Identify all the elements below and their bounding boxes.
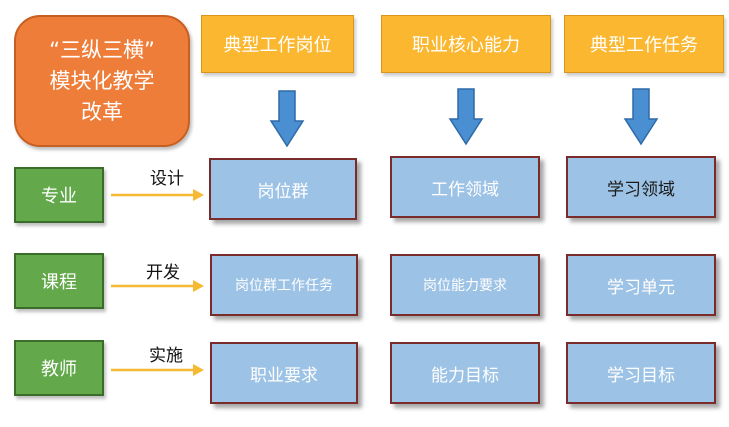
cell-r2-c1: 岗位群工作任务 — [210, 254, 358, 316]
column-header-1: 典型工作岗位 — [201, 15, 354, 73]
column-header-3: 典型工作任务 — [564, 15, 724, 73]
cell-r3-c3: 学习目标 — [566, 342, 716, 404]
title-line-3: 改革 — [81, 99, 123, 124]
verb-design: 设计 — [150, 169, 184, 189]
verb-implement: 实施 — [149, 346, 183, 366]
cell-r1-c2: 工作领域 — [390, 156, 540, 218]
title-line-2: 模块化教学 — [49, 68, 155, 93]
right-arrow-1 — [111, 189, 204, 201]
down-arrow-3 — [623, 88, 659, 146]
title-box: “三纵三横” 模块化教学 改革 — [14, 15, 190, 147]
cell-r2-c3: 学习单元 — [566, 254, 716, 316]
right-arrow-3 — [111, 364, 204, 376]
row-label-teacher: 教师 — [14, 340, 104, 396]
title-line-1: “三纵三横” — [49, 37, 155, 62]
cell-r2-c2: 岗位能力要求 — [390, 254, 540, 316]
down-arrow-1 — [269, 90, 305, 148]
cell-r3-c2: 能力目标 — [390, 342, 540, 404]
cell-r1-c1: 岗位群 — [209, 158, 357, 220]
cell-r3-c1: 职业要求 — [210, 342, 358, 404]
row-label-major: 专业 — [14, 167, 104, 223]
down-arrow-2 — [448, 88, 484, 146]
cell-r1-c3: 学习领域 — [566, 156, 716, 218]
right-arrow-2 — [111, 280, 204, 292]
column-header-2: 职业核心能力 — [381, 15, 551, 73]
row-label-course: 课程 — [14, 253, 104, 309]
verb-develop: 开发 — [146, 263, 180, 283]
